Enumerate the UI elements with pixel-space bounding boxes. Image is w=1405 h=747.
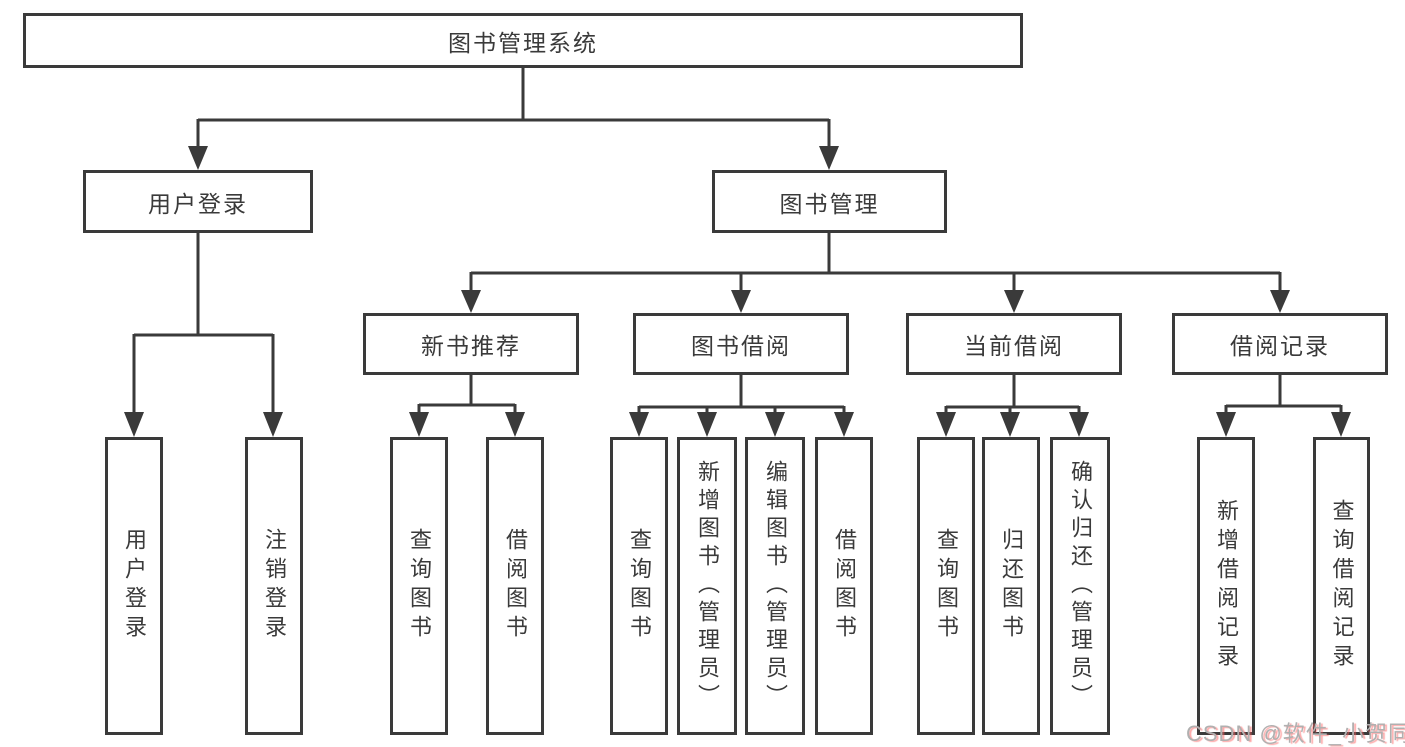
node-user-login: 用户登录 — [83, 170, 313, 233]
leaf-logout: 注销登录 — [245, 437, 303, 735]
node-user-login-label: 用户登录 — [148, 190, 248, 217]
connector-bookmgmt-to-level3 — [469, 233, 1282, 292]
node-new-rec-label: 新书推荐 — [421, 333, 521, 359]
csdn-watermark: CSDN @软件_小贺同学 — [1186, 721, 1405, 746]
node-records-label: 借阅记录 — [1230, 333, 1330, 359]
arrow-to-leaf-cu-confirm — [1069, 412, 1089, 437]
arrow-to-records — [1270, 290, 1290, 313]
connector-borrowing-to-leaves — [637, 375, 846, 414]
arrow-to-bookmgmt — [819, 146, 839, 170]
arrow-to-leaf-cu-query — [936, 412, 956, 437]
arrow-to-leaf-bw-query — [629, 412, 649, 437]
node-records: 借阅记录 — [1172, 313, 1388, 375]
leaf-user-login-label: 用户登录 — [122, 528, 147, 644]
leaf-bw-borrow-books-label: 借阅图书 — [832, 528, 857, 644]
node-new-rec: 新书推荐 — [363, 313, 579, 375]
node-root: 图书管理系统 — [23, 13, 1023, 68]
arrow-to-leaf-cu-return — [1000, 412, 1020, 437]
leaf-cu-confirm-return-admin-label: 确认归还（管理员） — [1068, 460, 1093, 712]
leaf-user-login: 用户登录 — [105, 437, 163, 735]
node-book-mgmt: 图书管理 — [712, 170, 947, 233]
node-root-label: 图书管理系统 — [448, 29, 598, 56]
leaf-nr-query-books-label: 查询图书 — [407, 528, 432, 644]
arrow-to-borrowing — [731, 290, 751, 313]
leaf-bw-query-books: 查询图书 — [610, 437, 668, 735]
arrow-to-leaf-nr-query — [409, 412, 429, 437]
connector-userlogin-to-leaves — [132, 233, 275, 414]
node-current-label: 当前借阅 — [964, 333, 1064, 359]
arrow-to-leaf-re-add — [1216, 412, 1236, 437]
node-book-mgmt-label: 图书管理 — [779, 190, 880, 217]
leaf-bw-query-books-label: 查询图书 — [627, 528, 652, 644]
leaf-nr-borrow-books-label: 借阅图书 — [503, 528, 528, 644]
node-borrowing-label: 图书借阅 — [691, 333, 791, 359]
leaf-bw-add-books-admin-label: 新增图书（管理员） — [695, 460, 720, 712]
leaf-cu-query-books: 查询图书 — [917, 437, 975, 735]
arrow-to-leaf-bw-borrow — [834, 412, 854, 437]
leaf-re-query-record-label: 查询借阅记录 — [1329, 499, 1355, 673]
arrow-to-newrec — [461, 290, 481, 313]
leaf-bw-edit-books-admin-label: 编辑图书（管理员） — [763, 460, 788, 712]
leaf-nr-borrow-books: 借阅图书 — [486, 437, 544, 735]
leaf-re-add-record: 新增借阅记录 — [1197, 437, 1255, 735]
leaf-bw-borrow-books: 借阅图书 — [815, 437, 873, 735]
connector-records-to-leaves — [1224, 375, 1343, 414]
leaf-cu-return-books-label: 归还图书 — [999, 528, 1024, 644]
leaf-re-query-record: 查询借阅记录 — [1313, 437, 1370, 735]
arrowheads — [124, 146, 1351, 437]
node-borrowing: 图书借阅 — [633, 313, 849, 375]
leaf-cu-query-books-label: 查询图书 — [934, 528, 959, 644]
arrow-to-leaf-bw-add — [697, 412, 717, 437]
leaf-cu-confirm-return-admin: 确认归还（管理员） — [1050, 437, 1110, 735]
leaf-bw-add-books-admin: 新增图书（管理员） — [677, 437, 737, 735]
leaf-bw-edit-books-admin: 编辑图书（管理员） — [745, 437, 805, 735]
node-current: 当前借阅 — [906, 313, 1122, 375]
connector-root-to-level2 — [196, 68, 831, 148]
leaf-nr-query-books: 查询图书 — [390, 437, 448, 735]
connector-newrec-to-leaves — [417, 375, 517, 414]
arrow-to-leaf-bw-edit — [765, 412, 785, 437]
leaf-cu-return-books: 归还图书 — [982, 437, 1040, 735]
arrow-to-leaf-nr-borrow — [505, 412, 525, 437]
connector-current-to-leaves — [944, 375, 1081, 414]
arrow-to-leaf-re-query — [1331, 412, 1351, 437]
arrow-to-leaf-logout — [263, 412, 283, 437]
arrow-to-userlogin — [188, 146, 208, 170]
arrow-to-leaf-login — [124, 412, 144, 437]
arrow-to-current — [1004, 290, 1024, 313]
leaf-logout-label: 注销登录 — [262, 528, 287, 644]
leaf-re-add-record-label: 新增借阅记录 — [1214, 499, 1239, 673]
